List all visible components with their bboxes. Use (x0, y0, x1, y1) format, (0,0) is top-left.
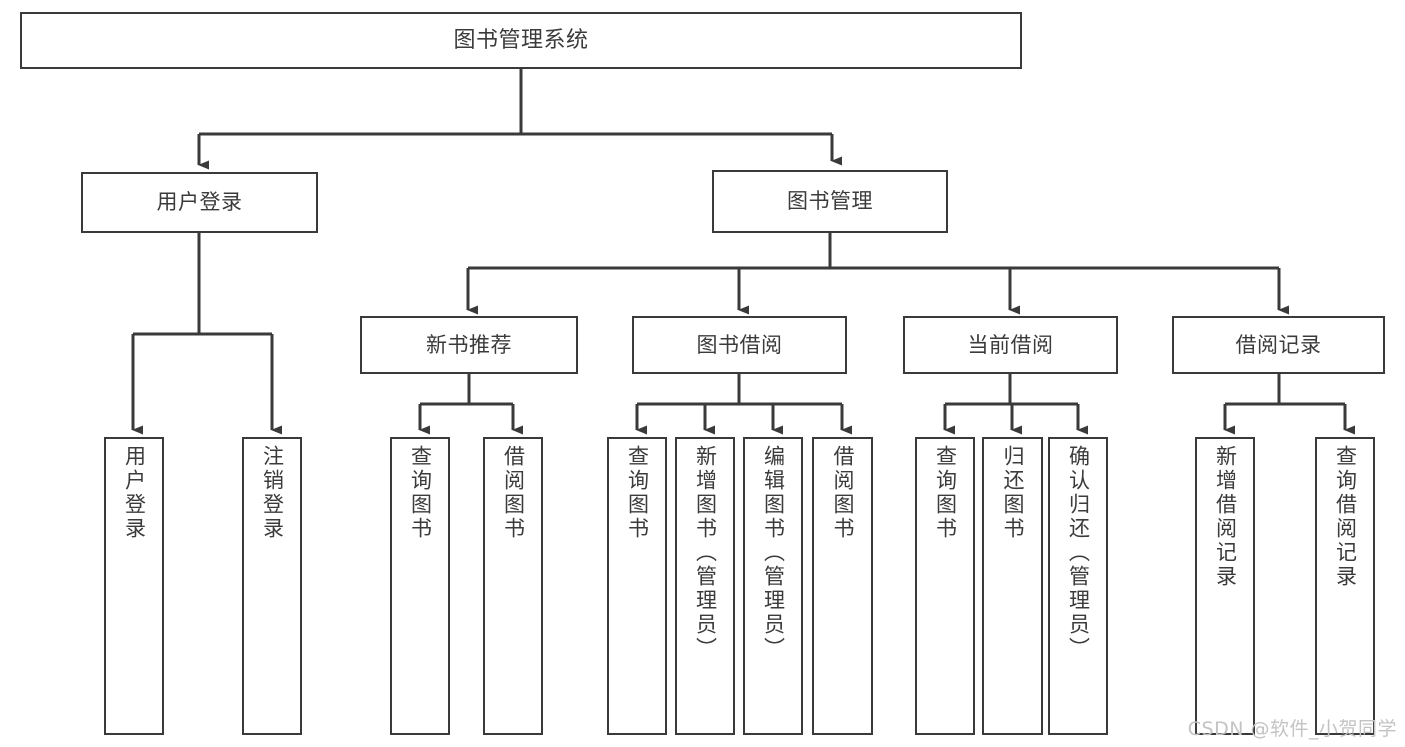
node-book-borrow[interactable]: 图书借阅 (632, 316, 847, 374)
node-book-manage[interactable]: 图书管理 (712, 170, 948, 233)
node-label: 用户登录 (156, 190, 243, 215)
node-leaf-add-record[interactable]: 新增借阅记录 (1195, 437, 1255, 735)
node-leaf-query-book-2[interactable]: 查询图书 (607, 437, 667, 735)
node-label: 注销登录 (260, 445, 285, 541)
node-label: 借阅记录 (1235, 332, 1322, 357)
node-leaf-borrow-book-2[interactable]: 借阅图书 (812, 437, 873, 735)
node-label: 图书管理 (787, 189, 873, 214)
node-leaf-borrow-book-1[interactable]: 借阅图书 (483, 437, 543, 735)
node-label: 归还图书 (1001, 445, 1025, 541)
node-leaf-confirm-return[interactable]: 确认归还（管理员） (1048, 437, 1108, 735)
node-label: 新书推荐 (426, 332, 512, 357)
node-label: 查询图书 (933, 445, 958, 541)
node-label: 新增借阅记录 (1213, 445, 1238, 589)
node-current-borrow[interactable]: 当前借阅 (903, 316, 1118, 374)
node-leaf-edit-book[interactable]: 编辑图书（管理员） (743, 437, 803, 735)
watermark-text: CSDN @软件_小贺同学 (1187, 718, 1397, 740)
node-new-book-recommend[interactable]: 新书推荐 (360, 316, 578, 374)
node-label: 图书管理系统 (453, 27, 589, 53)
node-label: 查询借阅记录 (1333, 445, 1358, 589)
node-leaf-query-record[interactable]: 查询借阅记录 (1315, 437, 1375, 735)
node-label: 新增图书（管理员） (693, 445, 718, 661)
node-user-login[interactable]: 用户登录 (81, 172, 318, 233)
node-label: 查询图书 (408, 445, 433, 541)
node-label: 编辑图书（管理员） (761, 445, 786, 661)
node-label: 借阅图书 (831, 445, 855, 541)
node-label: 确认归还（管理员） (1066, 445, 1091, 661)
node-leaf-user-login[interactable]: 用户登录 (104, 437, 164, 735)
node-label: 用户登录 (122, 445, 147, 541)
node-leaf-query-book-3[interactable]: 查询图书 (915, 437, 975, 735)
node-label: 借阅图书 (501, 445, 526, 541)
node-leaf-return-book[interactable]: 归还图书 (982, 437, 1043, 735)
node-label: 查询图书 (625, 445, 650, 541)
node-leaf-query-book-1[interactable]: 查询图书 (390, 437, 450, 735)
node-leaf-user-logout[interactable]: 注销登录 (242, 437, 302, 735)
node-label: 图书借阅 (696, 332, 783, 357)
node-leaf-add-book[interactable]: 新增图书（管理员） (675, 437, 735, 735)
node-root-system[interactable]: 图书管理系统 (20, 12, 1022, 69)
node-label: 当前借阅 (967, 332, 1054, 357)
node-borrow-record[interactable]: 借阅记录 (1172, 316, 1385, 374)
